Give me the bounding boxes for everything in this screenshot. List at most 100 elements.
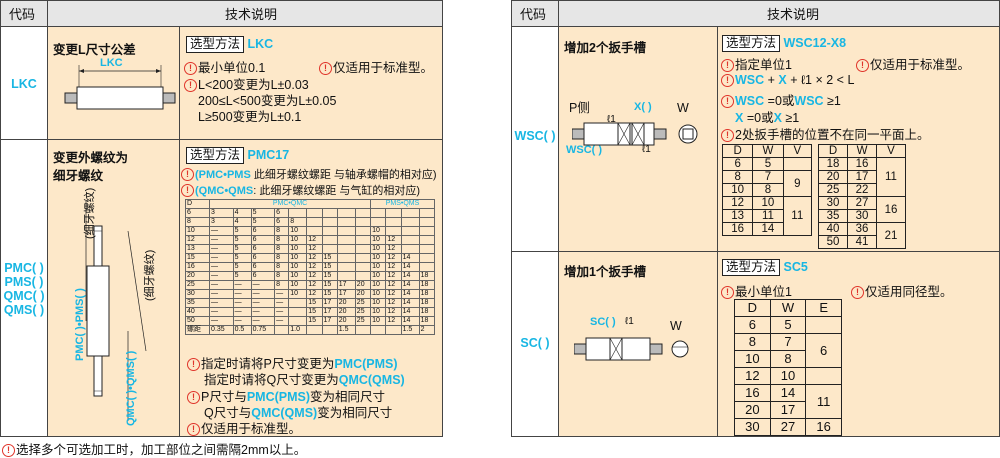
table-cell: 15	[321, 289, 338, 299]
table-cell: 12	[385, 316, 402, 326]
select-method-label: 选型方法	[186, 147, 245, 164]
wsc-l3c: WSC	[794, 94, 824, 108]
table-cell	[306, 217, 323, 227]
pmc-note4-code: QMC(QMS)	[251, 406, 318, 420]
sc-line1b: 仅适用同径型。	[865, 285, 953, 299]
warning-icon: !	[187, 423, 200, 436]
table-cell: 18	[418, 280, 436, 290]
warning-icon: !	[181, 168, 194, 181]
table-cell: 6	[250, 235, 276, 245]
table-cell: 6	[805, 333, 842, 368]
title-pmc-2: 细牙螺纹	[53, 169, 104, 183]
table-cell: —	[232, 307, 252, 317]
warning-icon: !	[721, 129, 734, 142]
table-cell: 10	[370, 271, 387, 281]
table-cell: 15	[321, 262, 338, 272]
table-cell: 8	[769, 350, 807, 368]
table-cell: 8	[752, 183, 784, 197]
left-spec-panel: 代码 技术说明 LKC 变更L尺寸公差 LKC 选型方法 LKC !最小单位0.…	[0, 0, 443, 437]
table-cell: 30	[847, 209, 877, 223]
table-cell: 12	[385, 271, 402, 281]
warning-icon: !	[319, 62, 332, 75]
table-cell: 6	[250, 253, 276, 263]
table-cell: —	[232, 289, 252, 299]
footer-note: !选择多个可选加工时，加工部位之间需隔2mm以上。	[2, 439, 306, 458]
table-cell: 4	[232, 208, 252, 218]
table-cell: 8	[274, 262, 290, 272]
fig-x-label: X( )	[634, 101, 652, 113]
table-cell	[400, 244, 420, 254]
table-cell: 7	[769, 333, 807, 351]
table-cell: 18	[418, 316, 436, 326]
table-cell: 6	[721, 157, 754, 171]
table-cell	[354, 217, 372, 227]
pmc-note2: 指定时请将Q尺寸变更为	[204, 373, 339, 387]
table-cell: 0.5	[232, 325, 252, 335]
table-cell	[306, 226, 323, 236]
table-cell: 21	[876, 222, 906, 249]
table-cell: 30	[734, 418, 771, 436]
table-cell: 14	[752, 222, 784, 236]
table-cell: 6	[734, 316, 771, 334]
lkc-line3: 200≤L<500变更为L±0.05	[198, 94, 337, 108]
table-cell: 14	[400, 280, 420, 290]
table-cell: —	[274, 298, 290, 308]
table-cell: 18	[418, 289, 436, 299]
pmc-note3b: 变为相同尺寸	[310, 390, 386, 404]
table-cell	[321, 226, 338, 236]
table-cell: 20	[336, 298, 356, 308]
table-cell	[336, 208, 356, 218]
table-cell: —	[250, 289, 276, 299]
table-cell: 8	[184, 217, 211, 227]
table-cell	[306, 325, 323, 335]
table-cell: 8	[734, 333, 771, 351]
table-cell	[306, 208, 323, 218]
table-cell: 16	[876, 196, 906, 223]
table-cell: —	[250, 298, 276, 308]
sc-line1: 最小单位1	[735, 285, 792, 299]
table-cell: 16	[805, 418, 842, 436]
table-cell	[385, 325, 402, 335]
table-cell	[782, 157, 813, 171]
table-cell: 9	[782, 170, 813, 197]
table-cell: 17	[321, 307, 338, 317]
table-cell: 22	[847, 183, 877, 197]
table-cell	[385, 208, 402, 218]
select-method-label: 选型方法	[722, 35, 781, 52]
table-cell: 14	[769, 384, 807, 402]
table-cell	[336, 271, 356, 281]
table-cell	[288, 208, 308, 218]
table-cell: —	[209, 226, 234, 236]
table-cell: W	[769, 299, 807, 317]
table-cell: —	[274, 307, 290, 317]
table-cell: 1.0	[288, 325, 308, 335]
table-cell: 8	[274, 235, 290, 245]
wsc-l2a: WSC	[735, 73, 765, 87]
table-cell	[354, 271, 372, 281]
lkc-line1: 最小单位0.1	[198, 61, 266, 75]
table-cell: 15	[306, 307, 323, 317]
table-cell	[400, 235, 420, 245]
title-pmc-1: 变更外螺纹为	[53, 151, 129, 165]
table-cell: 15	[306, 316, 323, 326]
table-cell: V	[876, 144, 906, 158]
warning-icon: !	[187, 358, 200, 371]
table-cell: 10	[288, 253, 308, 263]
wsc-line5: 2处扳手槽的位置不在同一平面上。	[735, 128, 930, 142]
wsc-l3d: ≥1	[823, 94, 841, 108]
table-cell: 0.35	[209, 325, 234, 335]
table-cell: 12	[306, 253, 323, 263]
table-cell: 10	[769, 367, 807, 385]
table-cell: 10	[288, 289, 308, 299]
